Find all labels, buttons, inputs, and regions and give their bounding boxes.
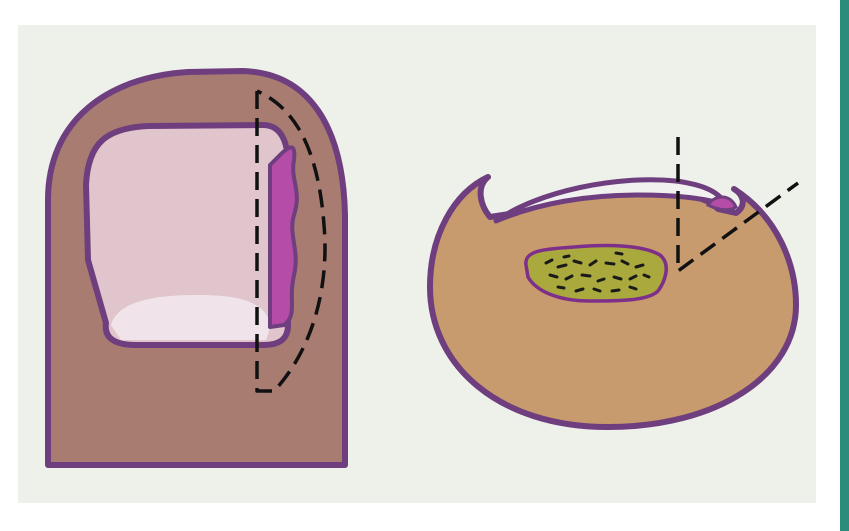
side-accent-bar <box>836 0 849 531</box>
diagram-panel <box>18 25 816 503</box>
bone <box>526 246 666 301</box>
ingrown-toenail-diagram <box>18 25 816 503</box>
toe-top-view <box>48 71 345 465</box>
cross-section-ingrown <box>708 197 736 210</box>
ingrown-nail-fold <box>270 147 297 327</box>
side-accent-stripe <box>840 0 849 531</box>
